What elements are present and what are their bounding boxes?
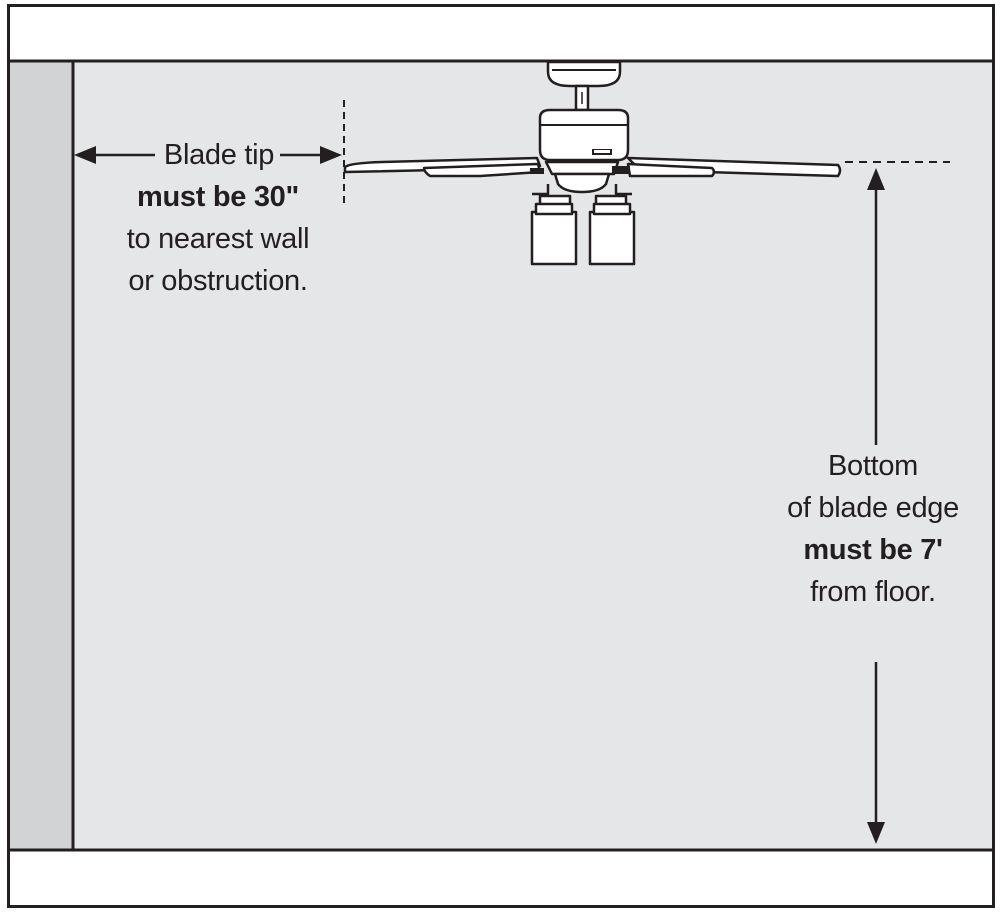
fan-switch-housing [544,160,620,176]
fan-motor-housing [538,108,630,162]
left-note-line1: Blade tip [163,139,275,171]
right-note-line4: from floor. [810,576,936,608]
light-glass-right [588,210,636,266]
blade-tip-dimension [74,100,345,206]
fan-blade-left-back [422,162,542,178]
arrow-head-up [867,168,885,190]
right-note-line3: must be 7' [803,534,943,566]
light-glass-left [530,210,578,266]
right-note-line1: Bottom [827,450,919,482]
fan-blade-right-back [626,162,716,178]
left-note-line2: must be 30" [137,181,299,213]
room-wall [10,61,992,850]
left-note-line3: to nearest wall [126,223,310,255]
right-note-line2: of blade edge [787,492,959,524]
floor-clearance-dimension [845,161,950,844]
arrow-head-down [867,822,885,844]
ceiling-fan [343,60,842,266]
side-wall [10,61,73,850]
fan-blade-right [626,156,842,178]
arrow-head-right [320,146,342,164]
fan-canopy [546,60,622,88]
arrow-head-left [74,146,96,164]
left-note-line4: or obstruction. [128,265,308,297]
